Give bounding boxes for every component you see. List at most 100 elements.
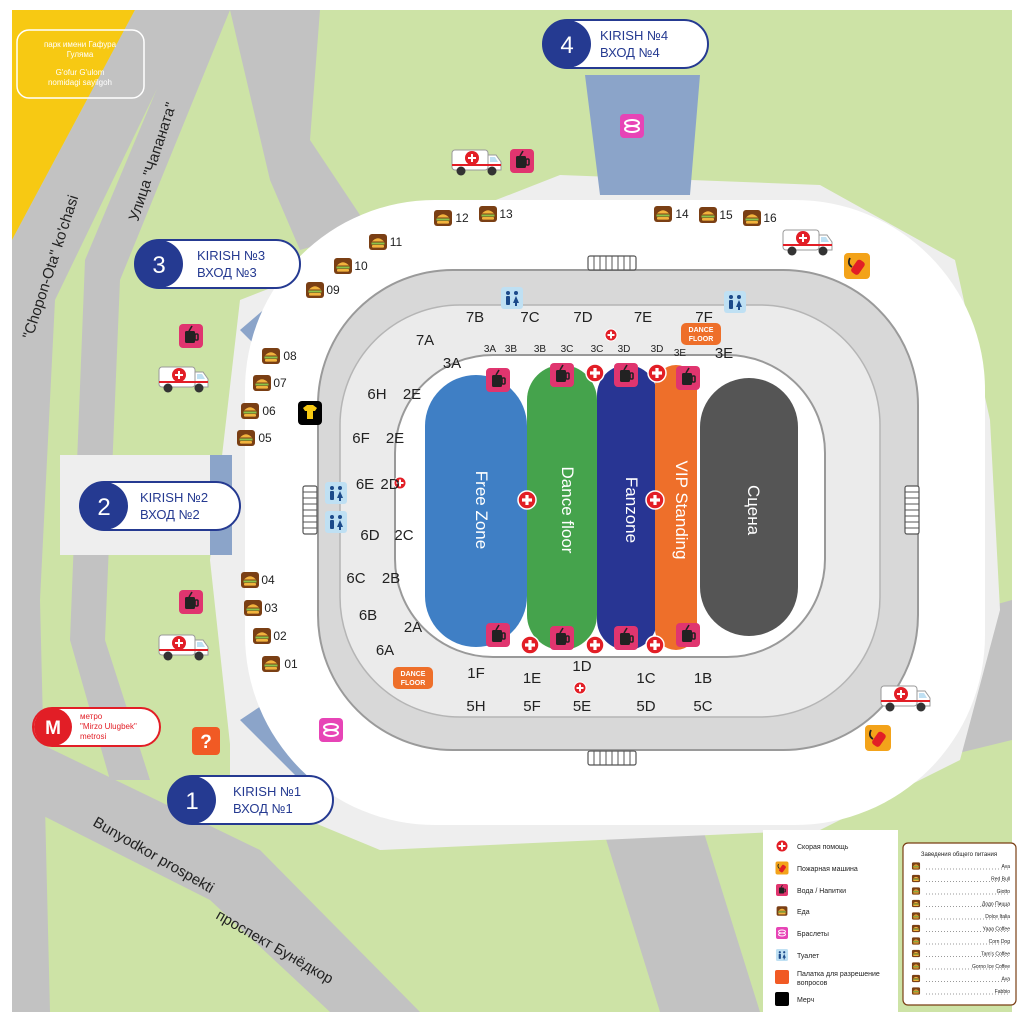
svg-text:09: 09 xyxy=(326,283,340,297)
sector-label[interactable]: 2B xyxy=(382,570,400,587)
food-stall[interactable]: 01 xyxy=(262,656,298,672)
svg-text:2: 2 xyxy=(97,494,110,521)
food-stall[interactable]: 16 xyxy=(743,210,777,226)
svg-text:Ava: Ava xyxy=(1001,977,1010,983)
help-tent-icon[interactable]: ? xyxy=(192,727,220,755)
first-aid-icon xyxy=(573,681,587,695)
svg-text:G'ofur G'ulom: G'ofur G'ulom xyxy=(56,68,105,77)
catering-row: Yaaa Coffee xyxy=(911,924,1010,933)
sector-label[interactable]: 2C xyxy=(394,527,413,544)
zone-vip xyxy=(655,365,697,650)
sector-label[interactable]: 2D xyxy=(380,476,399,493)
bench-west xyxy=(302,485,318,535)
svg-text:Еда: Еда xyxy=(797,909,810,916)
zone-stage xyxy=(700,378,798,636)
food-stall[interactable]: 07 xyxy=(253,375,287,391)
entrance-3-badge[interactable]: 3 KIRISH №3 ВХОД №3 xyxy=(134,239,301,289)
svg-text:4: 4 xyxy=(560,32,573,59)
sector-label[interactable]: 3E xyxy=(674,348,687,359)
sector-label[interactable]: 5D xyxy=(636,698,655,715)
svg-text:12: 12 xyxy=(455,211,469,225)
sector-label[interactable]: 7D xyxy=(573,309,592,326)
sector-label[interactable]: 3A xyxy=(484,344,497,355)
food-stall[interactable]: 02 xyxy=(253,628,287,644)
sector-label[interactable]: 6D xyxy=(360,527,379,544)
svg-text:Пожарная машина: Пожарная машина xyxy=(797,866,858,873)
sector-label[interactable]: 6H xyxy=(367,386,386,403)
entrance-1-badge[interactable]: 1 KIRISH №1 ВХОД №1 xyxy=(167,775,334,825)
food-stall[interactable]: 03 xyxy=(244,600,278,616)
sector-label[interactable]: 6B xyxy=(359,607,377,624)
sector-label[interactable]: 2E xyxy=(403,386,421,403)
sector-label[interactable]: 1E xyxy=(523,670,541,687)
sector-label[interactable]: 5E xyxy=(573,698,591,715)
drink-icon xyxy=(675,365,701,391)
svg-text:Giotto: Giotto xyxy=(997,889,1011,895)
svg-text:Додо Пицца: Додо Пицца xyxy=(982,902,1010,908)
catering-row: Giotto xyxy=(911,887,1011,895)
sector-label[interactable]: 2A xyxy=(404,619,422,636)
food-stall[interactable]: 11 xyxy=(369,234,403,250)
sector-label[interactable]: 1D xyxy=(572,658,591,675)
food-icon xyxy=(911,874,921,883)
sector-label[interactable]: 3E xyxy=(715,345,733,362)
sector-label[interactable]: 5F xyxy=(523,698,541,715)
sector-label[interactable]: 3A xyxy=(443,355,461,372)
catering-row: Red Bull xyxy=(911,874,1010,883)
catering-row: Corn Dog xyxy=(911,937,1010,945)
food-icon xyxy=(776,906,788,916)
sector-label[interactable]: 3B xyxy=(505,344,518,355)
svg-text:Палатка для разрешение: Палатка для разрешение xyxy=(797,971,880,978)
sector-label[interactable]: 1B xyxy=(694,670,712,687)
food-stall[interactable]: 05 xyxy=(237,430,272,446)
food-icon xyxy=(911,862,921,870)
food-icon xyxy=(911,949,921,958)
dance-floor-tag: DANCE FLOOR xyxy=(393,667,433,689)
svg-text:FLOOR: FLOOR xyxy=(689,336,714,343)
entrance-2-badge[interactable]: 2 KIRISH №2 ВХОД №2 xyxy=(79,481,241,531)
sector-label[interactable]: 7F xyxy=(695,309,713,326)
sector-label[interactable]: 3C xyxy=(591,344,604,355)
svg-text:M: M xyxy=(45,718,61,739)
first-aid-icon xyxy=(585,635,605,655)
sector-label[interactable]: 3D xyxy=(618,344,631,355)
food-stall[interactable]: 14 xyxy=(654,206,689,222)
food-stall[interactable]: 13 xyxy=(479,206,513,222)
catering-row: Додо Пицца xyxy=(911,899,1010,908)
sector-label[interactable]: 5C xyxy=(693,698,712,715)
food-stall[interactable]: 10 xyxy=(334,258,368,274)
sector-label[interactable]: 3C xyxy=(561,344,574,355)
zone-dance-label: Dance floor xyxy=(558,467,577,554)
sector-label[interactable]: 6E xyxy=(356,476,374,493)
sector-label[interactable]: 2E xyxy=(386,430,404,447)
sector-label[interactable]: 6C xyxy=(346,570,365,587)
drink-icon xyxy=(549,362,575,388)
sector-label[interactable]: 6A xyxy=(376,642,394,659)
food-stall[interactable]: 09 xyxy=(306,282,340,298)
sector-label[interactable]: 7E xyxy=(634,309,652,326)
food-stall[interactable]: 12 xyxy=(434,210,469,226)
sector-label[interactable]: 5H xyxy=(466,698,485,715)
svg-text:08: 08 xyxy=(283,349,297,363)
svg-text:02: 02 xyxy=(273,629,287,643)
sector-label[interactable]: 1C xyxy=(636,670,655,687)
food-stall[interactable]: 04 xyxy=(241,572,275,588)
food-stall[interactable]: 15 xyxy=(699,207,733,223)
svg-text:KIRISH №4: KIRISH №4 xyxy=(600,28,668,43)
food-stall[interactable]: 08 xyxy=(262,348,297,364)
svg-text:парк имени Гафура: парк имени Гафура xyxy=(44,40,117,49)
sector-label[interactable]: 3D xyxy=(651,344,664,355)
sector-label[interactable]: 7C xyxy=(520,309,539,326)
sector-label[interactable]: 3B xyxy=(534,344,547,355)
food-icon xyxy=(911,962,921,970)
food-stall[interactable]: 06 xyxy=(241,403,276,419)
sector-label[interactable]: 1F xyxy=(467,665,485,682)
sector-label[interactable]: 7B xyxy=(466,309,484,326)
metro-marker[interactable]: M метро "Mirzo Ulugbek" metrosi xyxy=(32,707,161,747)
svg-text:Dolce Italia: Dolce Italia xyxy=(985,914,1010,920)
sector-label[interactable]: 6F xyxy=(352,430,370,447)
entrance-4-badge[interactable]: 4 KIRISH №4 ВХОД №4 xyxy=(542,19,709,69)
sector-label[interactable]: 7A xyxy=(416,332,434,349)
